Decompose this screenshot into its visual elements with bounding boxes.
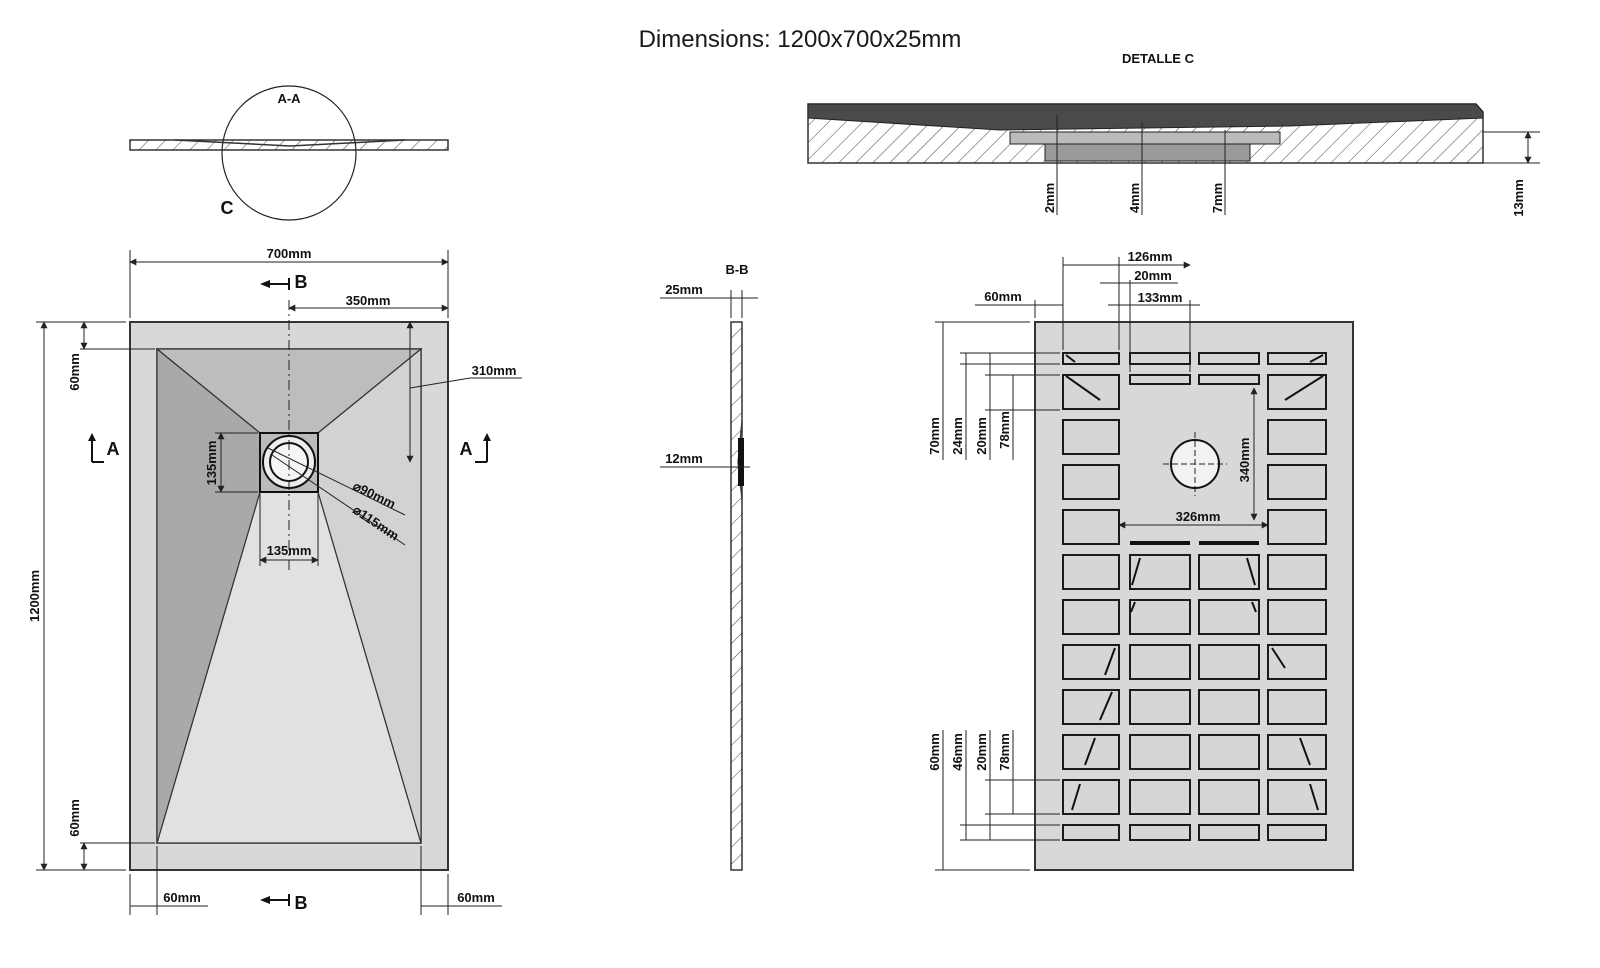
dim-310: 310mm: [472, 363, 517, 378]
dim-60-bottom: 60mm: [67, 799, 82, 837]
dim-60-top: 60mm: [67, 353, 82, 391]
dim-133: 133mm: [1138, 290, 1183, 305]
section-aa-view: A-A C: [129, 85, 449, 221]
detail-dim-7: 7mm: [1210, 183, 1225, 213]
top-view: 700mm 350mm 1200mm 60mm 60mm 310mm 135mm…: [27, 246, 522, 915]
detail-c-marker: C: [221, 198, 234, 218]
dim-1200: 1200mm: [27, 570, 42, 622]
section-bb-label: B-B: [725, 262, 748, 277]
dim-46: 46mm: [950, 733, 965, 771]
bottom-view: 126mm 20mm 133mm 60mm 70mm 24mm 20mm 78m…: [927, 249, 1354, 871]
dim-340: 340mm: [1237, 438, 1252, 483]
section-bb-view: B-B 25mm 12mm: [660, 262, 758, 871]
dim-25: 25mm: [665, 282, 703, 297]
marker-a-right: A: [460, 439, 473, 459]
dim-135-h: 135mm: [204, 441, 219, 486]
dim-326: 326mm: [1176, 509, 1221, 524]
dim-78-b: 78mm: [997, 733, 1012, 771]
dim-12: 12mm: [665, 451, 703, 466]
detail-circle: [221, 85, 357, 221]
page-title: Dimensions: 1200x700x25mm: [638, 26, 962, 53]
detail-dim-13: 13mm: [1511, 179, 1526, 217]
dim-60-bottom-left: 60mm: [984, 289, 1022, 304]
dim-20-b: 20mm: [974, 733, 989, 771]
detail-dim-4: 4mm: [1127, 183, 1142, 213]
dim-60-v: 60mm: [927, 733, 942, 771]
dim-60-left: 60mm: [163, 890, 201, 905]
dim-350: 350mm: [346, 293, 391, 308]
dim-20-a: 20mm: [974, 417, 989, 455]
dim-126: 126mm: [1128, 249, 1173, 264]
marker-a-left: A: [107, 439, 120, 459]
dim-60-right: 60mm: [457, 890, 495, 905]
section-aa-label: A-A: [277, 91, 301, 106]
rib-grid: [1062, 352, 1327, 841]
dim-70: 70mm: [927, 417, 942, 455]
marker-b-top: B: [295, 272, 308, 292]
dim-20-top: 20mm: [1134, 268, 1172, 283]
dim-700: 700mm: [267, 246, 312, 261]
detail-c-label: DETALLE C: [1122, 51, 1195, 66]
dim-24: 24mm: [950, 417, 965, 455]
dim-135-w: 135mm: [267, 543, 312, 558]
bottom-plate: [1034, 321, 1354, 871]
dim-78-a: 78mm: [997, 411, 1012, 449]
detail-dim-2: 2mm: [1042, 183, 1057, 213]
detail-c-view: DETALLE C 2mm 4mm 7mm 13mm: [807, 51, 1540, 217]
marker-b-bottom: B: [295, 893, 308, 913]
